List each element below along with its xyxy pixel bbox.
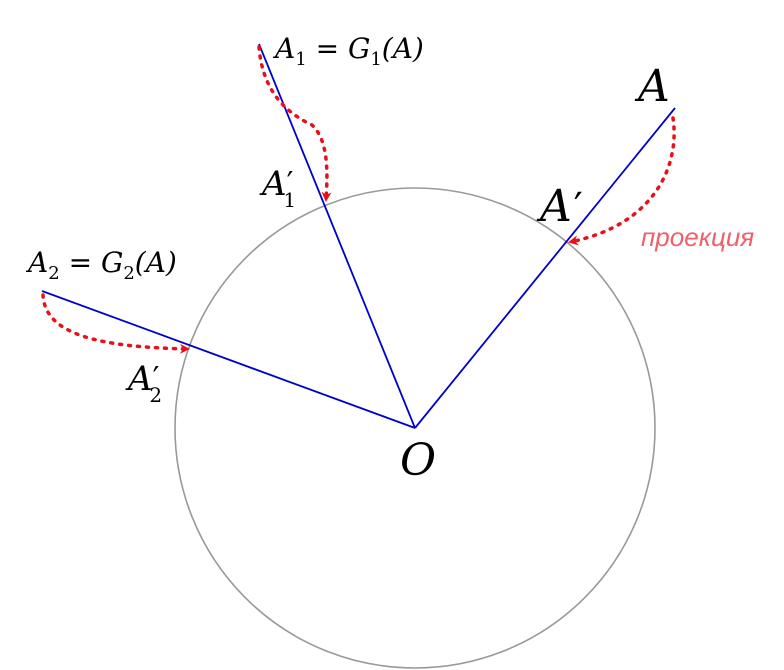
label-a2-prime: A′2: [125, 359, 162, 407]
projection-arrow-a1: [257, 45, 332, 202]
projection-arrow-a2: [41, 293, 190, 354]
ray-to-a: [414, 107, 676, 429]
label-a: A: [634, 61, 670, 112]
label-a2-equals-g2: A2 = G2(A): [25, 246, 177, 284]
label-a1-prime: A′1: [259, 164, 296, 212]
ray-to-a1: [258, 43, 416, 429]
projection-arrow-a: [568, 116, 676, 246]
ray-to-a2: [41, 290, 416, 429]
unit-circle: [174, 187, 656, 669]
label-a1-equals-g1: A1 = G1(A): [272, 32, 424, 70]
label-origin: O: [400, 435, 436, 486]
label-a-prime: A′: [536, 181, 583, 232]
projection-note: проекция: [641, 222, 754, 252]
